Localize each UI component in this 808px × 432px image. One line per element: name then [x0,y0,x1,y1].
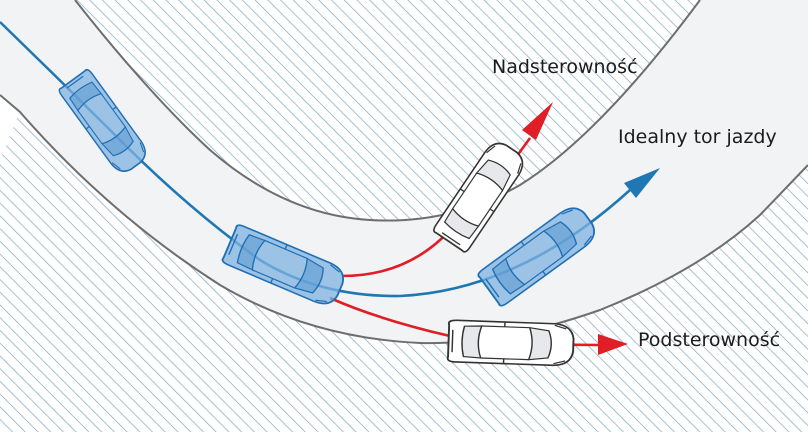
understeer-car [446,319,576,367]
ideal-line-label: Idealny tor jazdy [618,126,777,148]
road [0,0,808,345]
road-edge-outer [0,94,808,345]
oversteer-label: Nadsterowność [492,56,638,78]
oversteer-arrowhead [522,102,553,140]
road-edge-inner [74,0,701,222]
understeer-arrowhead [598,334,628,355]
understeer-label: Podsterowność [638,329,781,351]
ideal-path-arrowhead [624,168,660,198]
